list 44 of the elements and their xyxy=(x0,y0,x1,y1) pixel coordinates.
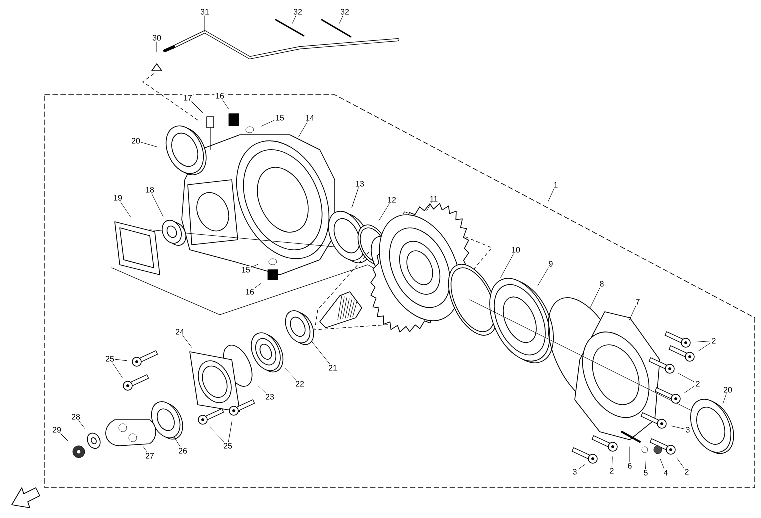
leader-line xyxy=(696,341,711,343)
leader-line xyxy=(671,426,685,430)
leader-line xyxy=(292,16,296,24)
leader-line xyxy=(115,359,128,362)
leader-line xyxy=(676,458,684,468)
leader-line xyxy=(210,426,224,442)
leader-line xyxy=(141,142,158,148)
leader-line xyxy=(629,306,636,321)
leader-line xyxy=(578,464,586,470)
leader-line xyxy=(143,446,148,452)
leader-line xyxy=(60,434,68,442)
leader-line xyxy=(612,456,613,468)
leader-line xyxy=(228,420,233,442)
leader-line xyxy=(258,386,266,394)
leader-line xyxy=(156,42,158,52)
leader-line xyxy=(192,102,204,114)
leader-line xyxy=(204,16,206,32)
leader-line xyxy=(261,120,275,127)
leader-line xyxy=(538,268,549,286)
leader-line xyxy=(312,342,330,364)
leader-line xyxy=(112,362,123,378)
leader-line xyxy=(548,188,554,202)
leader-line xyxy=(684,386,695,394)
leader-line xyxy=(284,368,296,380)
leader-line xyxy=(152,194,164,217)
leader-line xyxy=(298,122,308,138)
leader-line xyxy=(352,188,359,209)
leader-line xyxy=(426,202,432,212)
leader-line xyxy=(698,343,711,352)
leader-line xyxy=(78,420,86,430)
leader-line xyxy=(255,283,262,288)
leader-line xyxy=(251,264,259,268)
leader-line xyxy=(722,394,727,405)
leader-line xyxy=(645,460,646,470)
leader-line xyxy=(120,202,131,218)
leader-line xyxy=(660,458,665,470)
leader-line xyxy=(339,16,344,24)
leader-line xyxy=(222,100,229,110)
leader-line xyxy=(678,373,695,382)
leader-line xyxy=(174,436,181,448)
leader-line xyxy=(182,336,193,348)
leader-line xyxy=(500,254,514,278)
leader-line xyxy=(590,288,600,308)
leader-line xyxy=(378,204,390,222)
